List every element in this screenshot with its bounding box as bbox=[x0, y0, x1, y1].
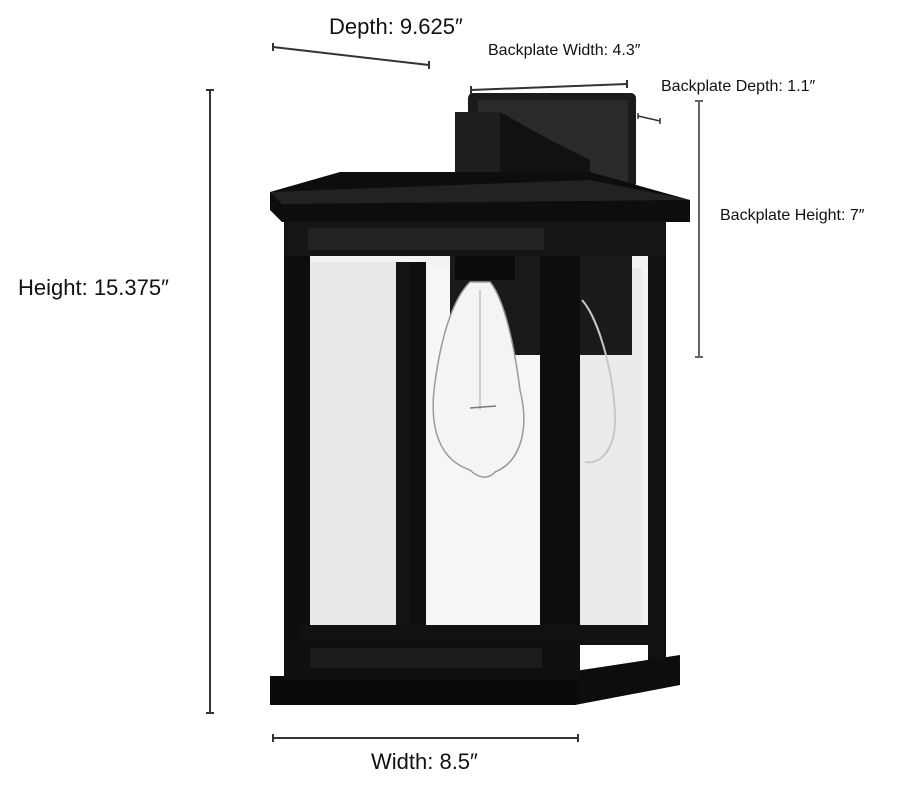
dimension-line-backplate-height bbox=[695, 100, 703, 358]
dimension-line-backplate-width bbox=[470, 80, 628, 94]
dimension-line-depth bbox=[272, 43, 430, 69]
depth-label: Depth: 9.625″ bbox=[329, 14, 463, 39]
lantern-illustration bbox=[270, 93, 690, 705]
backplate-width-label: Backplate Width: 4.3″ bbox=[488, 42, 641, 59]
dimension-line-backplate-depth bbox=[637, 113, 661, 124]
dimension-line-width bbox=[272, 734, 579, 742]
width-label: Width: 8.5″ bbox=[371, 749, 478, 774]
dimension-line-height bbox=[206, 89, 214, 714]
backplate-depth-label: Backplate Depth: 1.1″ bbox=[661, 78, 816, 95]
backplate-height-label: Backplate Height: 7″ bbox=[720, 207, 865, 224]
height-label: Height: 15.375″ bbox=[18, 275, 169, 300]
